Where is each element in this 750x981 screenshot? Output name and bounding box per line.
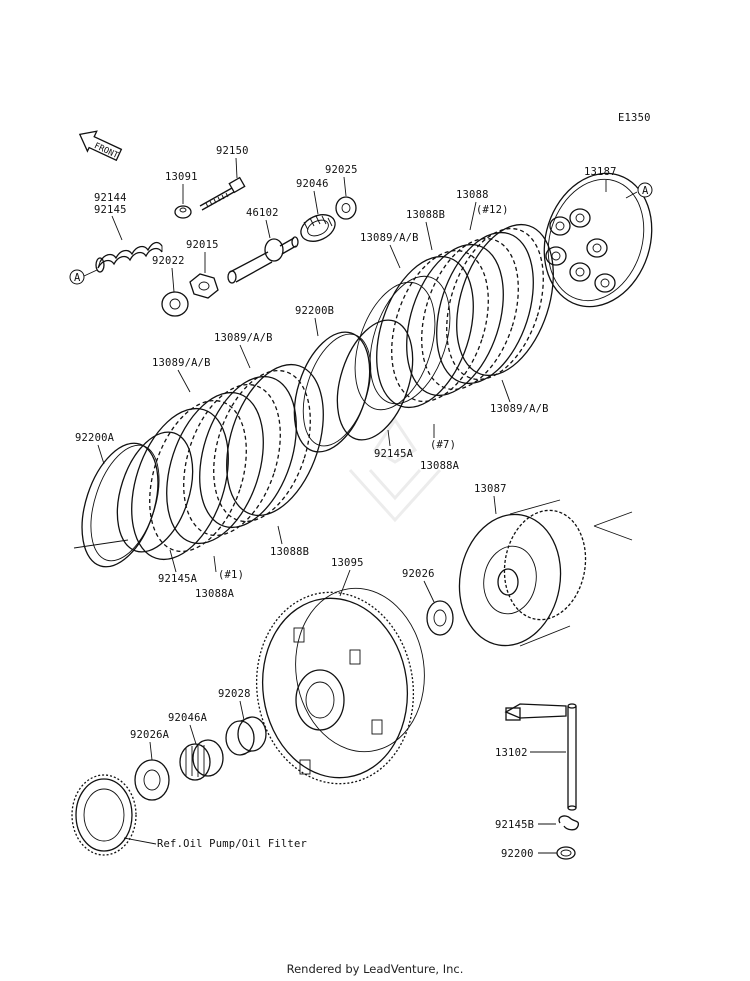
needle-bearing-92046A — [179, 739, 224, 781]
spring-plate-92145A-low — [116, 431, 194, 553]
nut-92015 — [189, 273, 219, 299]
callout-a-left — [69, 269, 85, 285]
label-92200: 92200 — [501, 848, 534, 860]
callout-a-right-text: A — [642, 185, 649, 197]
washer-92026 — [426, 600, 454, 636]
label-13088a-mid-qty: (#7) — [430, 439, 456, 451]
leader-13088a-low — [213, 555, 217, 573]
leader-92028 — [239, 700, 245, 721]
oil-pump-gear — [71, 774, 137, 856]
label-92025: 92025 — [325, 164, 358, 176]
washer-92025 — [335, 196, 357, 220]
clutch-hub-13087 — [458, 499, 633, 647]
leader-13087 — [493, 495, 497, 515]
watermark-logo — [348, 417, 442, 523]
label-92046a: 92046A — [168, 712, 208, 724]
release-shaft-13102 — [504, 703, 577, 811]
label-92145: 92145 — [94, 204, 127, 216]
leader-92145a-mid — [387, 429, 391, 447]
ring-92200 — [556, 846, 576, 860]
hub-axis-2 — [593, 525, 633, 541]
label-13088b-low: 13088B — [270, 546, 309, 558]
ring-92200A-axis — [73, 539, 129, 549]
label-13102: 13102 — [495, 747, 528, 759]
label-13091: 13091 — [165, 171, 198, 183]
callout-a-left-text: A — [74, 272, 81, 284]
hub-axis-1 — [593, 511, 633, 527]
label-13089-right: 13089/A/B — [490, 403, 549, 415]
diagram-code: E1350 — [618, 112, 651, 124]
leader-92046 — [313, 190, 319, 215]
leader-13088 — [469, 201, 477, 231]
spring-plate-92145A-mid — [336, 319, 414, 441]
label-ref-oil: Ref.Oil Pump/Oil Filter — [157, 838, 307, 850]
label-92026a: 92026A — [130, 729, 170, 741]
pressure-plate-13187 — [543, 172, 653, 308]
label-13089-left: 13089/A/B — [152, 357, 211, 369]
leader-92026 — [423, 580, 435, 603]
label-13088a-mid: 13088A — [420, 460, 460, 472]
spring-92145B — [558, 815, 580, 831]
label-13089-top: 13089/A/B — [360, 232, 419, 244]
clutch-housing-13095 — [255, 587, 425, 785]
leader-13088b-top — [425, 221, 433, 251]
leader-92145a-low — [169, 549, 177, 573]
leader-a-left — [83, 269, 98, 277]
label-13187: 13187 — [584, 166, 617, 178]
pusher-46102 — [227, 236, 299, 284]
washer-92026A — [134, 759, 170, 801]
leader-13089-top — [389, 244, 401, 269]
label-13088a-low-qty: (#1) — [218, 569, 244, 581]
leader-ref-oil — [123, 837, 157, 845]
callout-a-right — [637, 182, 653, 198]
bolt-92150 — [199, 176, 246, 211]
leader-92150 — [235, 157, 238, 179]
label-46102: 46102 — [246, 207, 279, 219]
label-92200a: 92200A — [75, 432, 115, 444]
leader-13095 — [339, 569, 351, 597]
label-13088a-low: 13088A — [195, 588, 235, 600]
label-92015: 92015 — [186, 239, 219, 251]
label-92145a-mid: 92145A — [374, 448, 414, 460]
label-13088: 13088 — [456, 189, 489, 201]
leader-a-right — [625, 191, 638, 199]
label-92028: 92028 — [218, 688, 251, 700]
leader-92144 — [111, 215, 123, 241]
label-13095: 13095 — [331, 557, 364, 569]
leader-46102 — [265, 219, 271, 239]
sleeve-92028 — [225, 716, 267, 756]
leader-92046a — [189, 724, 197, 745]
lower-friction-plates — [131, 363, 324, 561]
label-92026: 92026 — [402, 568, 435, 580]
leader-92200a — [97, 444, 105, 465]
front-arrow-icon: FRONT — [78, 130, 123, 162]
leader-13089-mid — [239, 344, 251, 369]
collar-13091 — [174, 205, 192, 219]
label-92144: 92144 — [94, 192, 127, 204]
label-92145b: 92145B — [495, 819, 534, 831]
ring-92200A — [73, 442, 160, 568]
label-92046: 92046 — [296, 178, 329, 190]
label-92022: 92022 — [152, 255, 185, 267]
label-13088b-top: 13088B — [406, 209, 445, 221]
bearing-92046 — [300, 214, 336, 242]
leader-13089-left — [177, 369, 191, 393]
clutch-spring — [95, 241, 163, 273]
leader-92200b — [314, 317, 319, 337]
leader-92025 — [343, 176, 347, 197]
label-92150: 92150 — [216, 145, 249, 157]
label-92200b: 92200B — [295, 305, 334, 317]
label-92145a-low: 92145A — [158, 573, 198, 585]
leader-13089-right — [501, 379, 511, 403]
leader-92022 — [171, 267, 175, 293]
leader-92026a — [149, 741, 153, 761]
label-13089-mid: 13089/A/B — [214, 332, 273, 344]
leader-13088b-low — [277, 525, 283, 545]
washer-92022 — [161, 291, 189, 317]
footer-credit: Rendered by LeadVenture, Inc. — [286, 962, 464, 976]
label-13087: 13087 — [474, 483, 507, 495]
label-13088-qty: (#12) — [476, 204, 509, 216]
